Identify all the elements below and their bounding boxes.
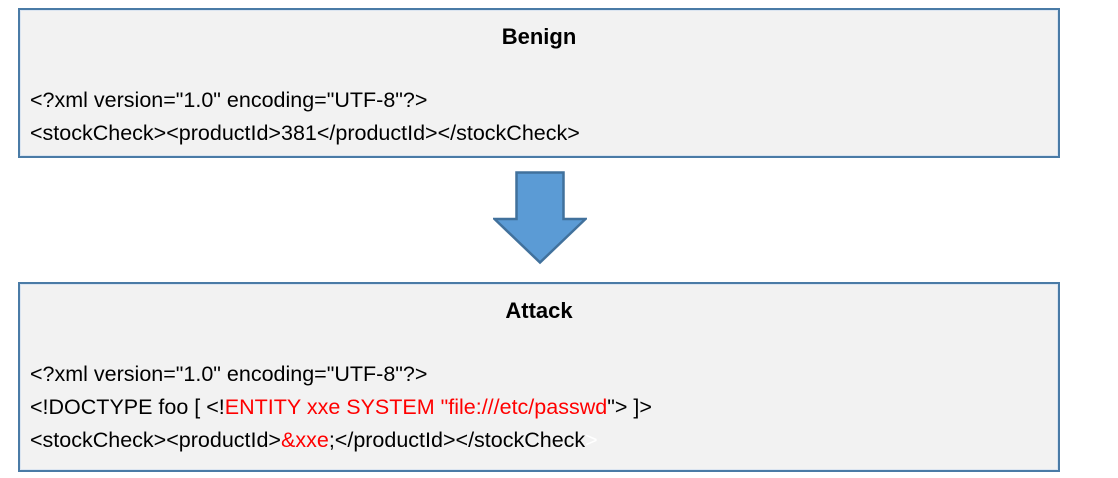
benign-panel: Benign <?xml version="1.0" encoding="UTF… bbox=[18, 8, 1060, 158]
code-line: <stockCheck><productId>381</productId></… bbox=[30, 117, 1048, 150]
code-segment-highlight_red: &xxe bbox=[281, 428, 329, 452]
down-arrow-icon bbox=[491, 171, 589, 265]
attack-code-block: <?xml version="1.0" encoding="UTF-8"?> <!… bbox=[30, 358, 1048, 457]
code-line: <?xml version="1.0" encoding="UTF-8"?> bbox=[30, 358, 1048, 391]
attack-panel: Attack <?xml version="1.0" encoding="UTF… bbox=[18, 282, 1060, 472]
code-segment-code_default: <stockCheck><productId>381</productId></… bbox=[30, 121, 580, 145]
code-segment-code_default: "> ]> bbox=[607, 395, 652, 419]
down-arrow-svg bbox=[491, 171, 589, 265]
code-segment-highlight_red: ENTITY xxe SYSTEM "file:///etc/passwd bbox=[224, 395, 608, 419]
code-segment-white_text: > bbox=[585, 428, 598, 452]
code-line: <stockCheck><productId>&xxe;</productId>… bbox=[30, 424, 1048, 457]
attack-panel-title: Attack bbox=[505, 298, 573, 323]
benign-code-block: <?xml version="1.0" encoding="UTF-8"?> <s… bbox=[30, 84, 1048, 150]
code-segment-code_default: <!DOCTYPE foo [ <! bbox=[30, 395, 225, 419]
code-line: <!DOCTYPE foo [ <!ENTITY xxe SYSTEM "fil… bbox=[30, 391, 1048, 424]
code-line: <?xml version="1.0" encoding="UTF-8"?> bbox=[30, 84, 1048, 117]
code-segment-code_default: <?xml version="1.0" encoding="UTF-8"?> bbox=[30, 362, 428, 386]
code-segment-code_default: ;</productId></stockCheck bbox=[328, 428, 586, 452]
code-segment-code_default: <?xml version="1.0" encoding="UTF-8"?> bbox=[30, 88, 428, 112]
benign-panel-title: Benign bbox=[501, 24, 577, 49]
code-segment-code_default: <stockCheck><productId> bbox=[30, 428, 281, 452]
